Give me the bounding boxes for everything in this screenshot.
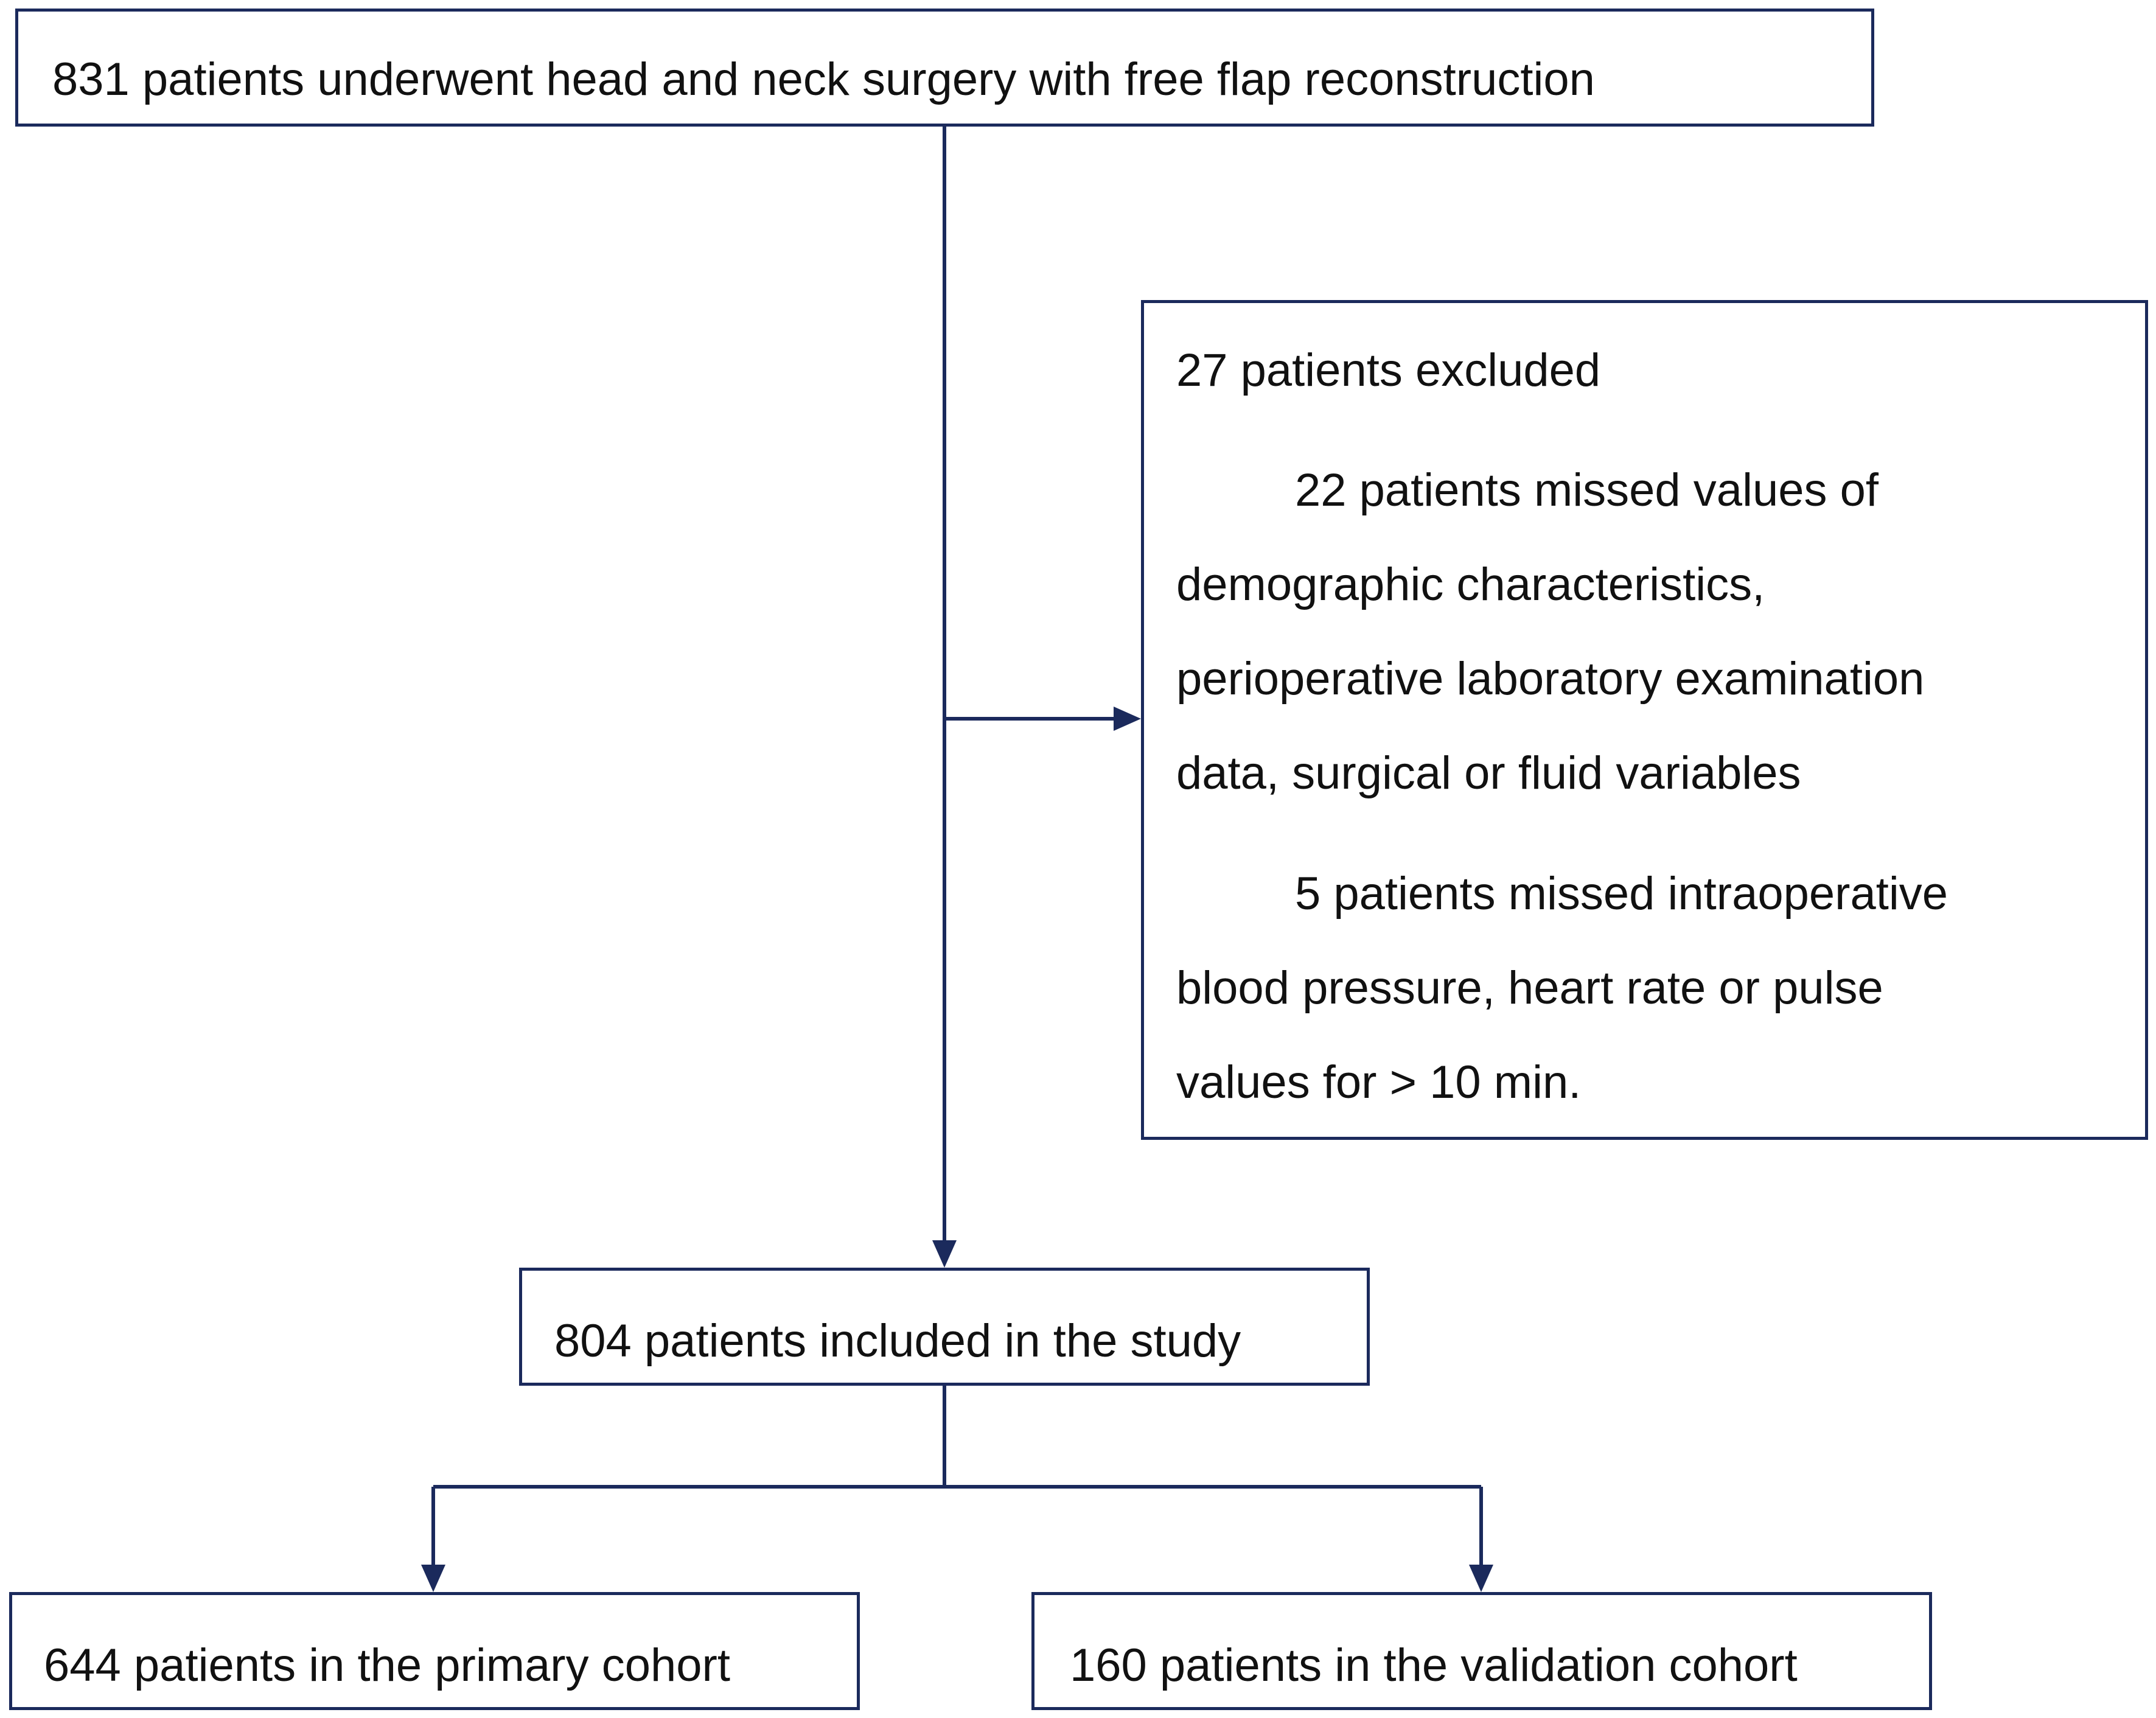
node-validation-cohort-label: 160 patients in the validation cohort xyxy=(1070,1639,1798,1691)
node-start-label: 831 patients underwent head and neck sur… xyxy=(52,54,1595,105)
excluded-reason1-line4: data, surgical or fluid variables xyxy=(1176,747,1801,799)
excluded-reason1-line2: demographic characteristics, xyxy=(1176,559,1765,610)
excluded-reason2-line2: blood pressure, heart rate or pulse xyxy=(1176,962,1883,1014)
excluded-reason2-line1: 5 patients missed intraoperative xyxy=(1295,868,1948,920)
node-validation-cohort: 160 patients in the validation cohort xyxy=(1031,1592,1932,1710)
arrowhead-excluded xyxy=(1114,707,1141,731)
excluded-reason2-line3: values for > 10 min. xyxy=(1176,1056,1582,1108)
excluded-title: 27 patients excluded xyxy=(1176,344,1601,396)
node-start: 831 patients underwent head and neck sur… xyxy=(15,9,1874,127)
excluded-reason1-line1: 22 patients missed values of xyxy=(1295,464,1879,516)
node-primary-cohort: 644 patients in the primary cohort xyxy=(9,1592,860,1710)
node-excluded: 27 patients excluded 22 patients missed … xyxy=(1141,300,2148,1140)
arrowhead-primary xyxy=(421,1565,445,1592)
node-included: 804 patients included in the study xyxy=(519,1268,1370,1386)
arrowhead-validation xyxy=(1469,1565,1493,1592)
arrowhead-included xyxy=(932,1240,957,1268)
node-primary-cohort-label: 644 patients in the primary cohort xyxy=(44,1639,730,1691)
excluded-reason1-line3: perioperative laboratory examination xyxy=(1176,653,1925,705)
node-included-label: 804 patients included in the study xyxy=(554,1315,1241,1367)
